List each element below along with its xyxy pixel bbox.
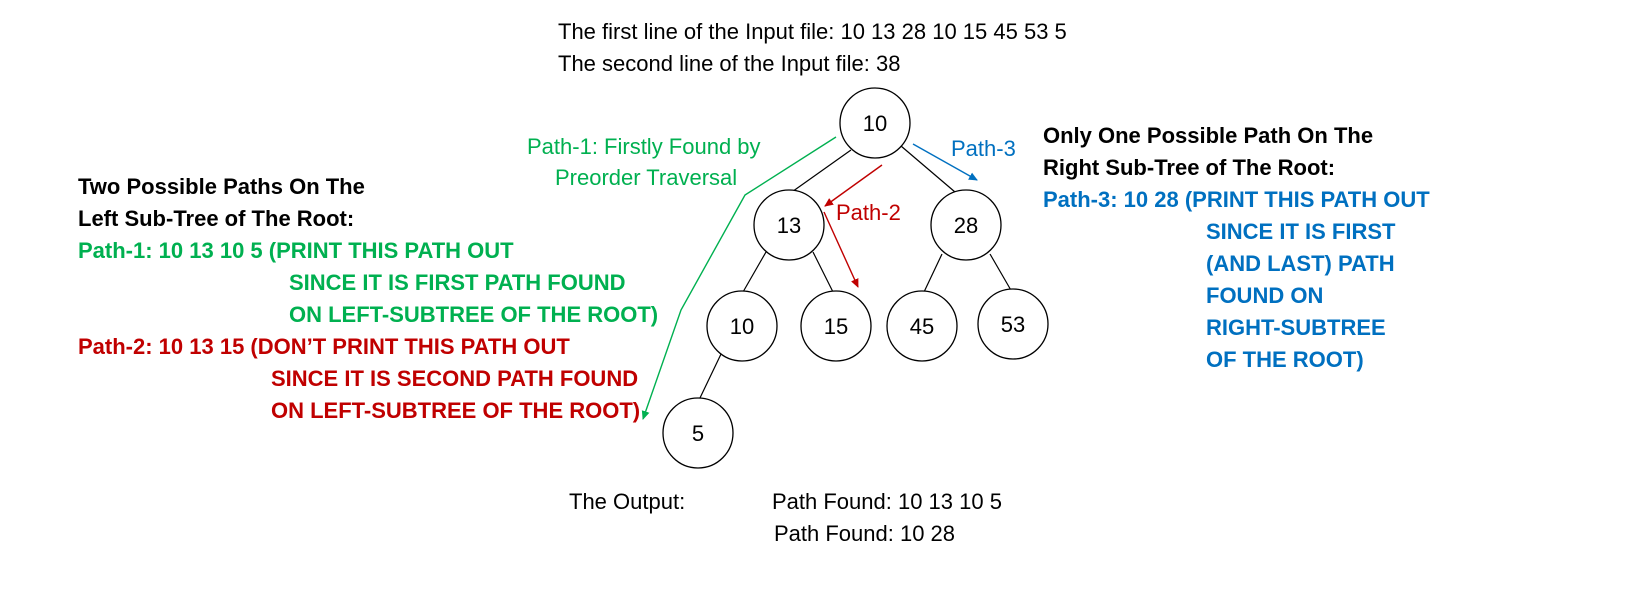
edge-10-13 (788, 149, 852, 195)
edge-28-45 (923, 253, 943, 293)
tree-node-root-10: 10 (839, 87, 911, 159)
tree-edges (698, 145, 1013, 401)
output-label: The Output: (569, 489, 686, 514)
path-2-label: Path-2 (836, 200, 901, 225)
node-value: 15 (824, 314, 848, 339)
tree-node-15: 15 (800, 290, 872, 362)
tree-node-45: 45 (886, 290, 958, 362)
node-value: 45 (910, 314, 934, 339)
path-1-desc-line-2: SINCE IT IS FIRST PATH FOUND (289, 270, 626, 295)
node-value: 13 (777, 213, 801, 238)
left-heading-line-2: Left Sub-Tree of The Root: (78, 206, 355, 231)
tree-node-10-left: 10 (706, 290, 778, 362)
path-2-arrow-down (823, 211, 859, 288)
node-value: 10 (730, 314, 754, 339)
tree-node-53: 53 (977, 288, 1049, 360)
path-1-arrow (641, 136, 837, 420)
node-value: 10 (863, 111, 887, 136)
path-2-desc-line-1: Path-2: 10 13 15 (DON’T PRINT THIS PATH … (78, 334, 570, 359)
edge-10-5 (698, 351, 723, 401)
path-1-label-line-1: Path-1: Firstly Found by (527, 134, 761, 159)
edge-28-53 (989, 253, 1013, 293)
path-3-desc-line-6: OF THE ROOT) (1206, 347, 1364, 372)
left-heading-line-1: Two Possible Paths On The (78, 174, 365, 199)
path-3-desc-line-2: SINCE IT IS FIRST (1206, 219, 1396, 244)
node-value: 53 (1001, 312, 1025, 337)
edge-13-10 (742, 251, 767, 293)
path-2-desc-line-3: ON LEFT-SUBTREE OF THE ROOT) (271, 398, 641, 423)
output-line-2: Path Found: 10 28 (774, 521, 956, 546)
path-3-desc-line-4: FOUND ON (1206, 283, 1324, 308)
tree-node-5: 5 (662, 397, 734, 469)
tree-node-13: 13 (753, 189, 825, 261)
right-heading-line-1: Only One Possible Path On The (1043, 123, 1374, 148)
path-3-desc-line-5: RIGHT-SUBTREE (1206, 315, 1386, 340)
path-3-label: Path-3 (951, 136, 1016, 161)
input-line-1: The first line of the Input file: 10 13 … (558, 19, 1067, 44)
edge-10-28 (900, 145, 956, 193)
output-line-1: Path Found: 10 13 10 5 (772, 489, 1002, 514)
right-heading-line-2: Right Sub-Tree of The Root: (1043, 155, 1336, 180)
input-line-2: The second line of the Input file: 38 (558, 51, 901, 76)
path-2-arrow-left (824, 164, 883, 207)
path-1-desc-line-1: Path-1: 10 13 10 5 (PRINT THIS PATH OUT (78, 238, 514, 263)
path-3-desc-line-1: Path-3: 10 28 (PRINT THIS PATH OUT (1043, 187, 1430, 212)
edge-13-15 (812, 251, 834, 293)
path-1-desc-line-3: ON LEFT-SUBTREE OF THE ROOT) (289, 302, 659, 327)
path-1-label-line-2: Preorder Traversal (555, 165, 738, 190)
node-value: 28 (954, 213, 978, 238)
path-2-desc-line-2: SINCE IT IS SECOND PATH FOUND (271, 366, 639, 391)
path-3-desc-line-3: (AND LAST) PATH (1206, 251, 1395, 276)
path-3-arrow (912, 143, 978, 181)
node-value: 5 (692, 421, 704, 446)
tree-node-28: 28 (930, 189, 1002, 261)
